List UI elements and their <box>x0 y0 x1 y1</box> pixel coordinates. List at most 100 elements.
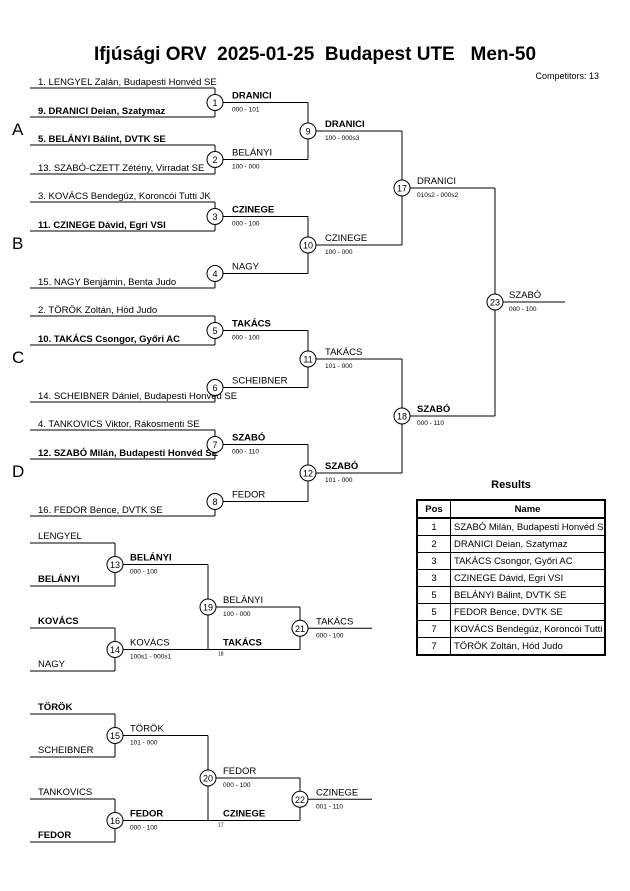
match-circle-number: 14 <box>110 645 120 655</box>
match-circle-number: 2 <box>212 155 217 165</box>
match-winner: CZINEGE <box>316 787 358 798</box>
competitor-entry: 13. SZABÓ-CZETT Zétény, Virradat SE <box>38 163 204 174</box>
results-pos: 5 <box>416 603 451 621</box>
match-winner: DRANICI <box>232 91 272 102</box>
match-score: 000 - 100 <box>509 306 537 313</box>
results-header-pos: Pos <box>416 499 451 519</box>
repechage-entry: BELÁNYI <box>38 574 80 585</box>
match-circle-number: 3 <box>212 212 217 222</box>
repechage-entry: KOVÁCS <box>38 616 79 627</box>
match-winner: DRANICI <box>325 119 365 130</box>
match-winner: FEDOR <box>232 490 265 501</box>
match-score: 101 - 000 <box>130 740 158 747</box>
match-winner: FEDOR <box>130 809 163 820</box>
match-circle <box>393 179 411 197</box>
match-circle <box>291 790 309 808</box>
match-circle-number: 11 <box>303 355 312 365</box>
match-circle-number: 16 <box>110 816 120 826</box>
match-circle-number: 10 <box>303 241 313 251</box>
repechage-entry: TANKOVICS <box>38 787 92 798</box>
match-circle-number: 19 <box>203 603 213 613</box>
repechage-entry: NAGY <box>38 659 66 670</box>
competitor-entry: 1. LENGYEL Zalán, Budapesti Honvéd SE <box>38 77 217 88</box>
match-winner: NAGY <box>232 262 260 273</box>
match-score: 100s1 - 000s1 <box>130 654 172 661</box>
match-winner: SZABÓ <box>417 403 450 415</box>
page-title: Ifjúsági ORV 2025-01-25 Budapest UTE Men… <box>93 44 537 65</box>
match-circle-number: 9 <box>305 127 310 137</box>
match-circle <box>206 151 224 168</box>
match-circle <box>106 812 124 829</box>
results-name: CZINEGE Dávid, Egri VSI <box>450 569 606 587</box>
match-score: 000 - 101 <box>232 107 260 114</box>
results-name: DRANICI Deian, Szatymaz <box>450 535 606 553</box>
match-circle-number: 6 <box>212 383 217 393</box>
match-circle <box>106 556 124 573</box>
match-circle <box>199 598 217 616</box>
repechage-opponent: CZINEGE <box>223 809 265 820</box>
match-circle-number: 18 <box>397 412 407 422</box>
pool-label-b: B <box>12 234 24 253</box>
match-winner: SZABÓ <box>232 432 265 444</box>
match-score: 000 - 110 <box>232 449 259 456</box>
match-score: 000 - 100 <box>223 782 251 789</box>
match-winner: TAKÁCS <box>232 319 271 330</box>
results-title: Results <box>491 479 531 491</box>
match-winner: BELÁNYI <box>130 553 172 564</box>
competitor-entry: 9. DRANICI Deian, Szatymaz <box>38 106 165 117</box>
results-name: KOVÁCS Bendegúz, Koroncói Tutti JI <box>450 620 606 638</box>
match-circle <box>206 208 224 225</box>
results-pos: 2 <box>416 535 451 553</box>
competitor-entry: 14. SCHEIBNER Dániel, Budapesti Honvéd S… <box>38 391 237 402</box>
pool-label-a: A <box>12 120 24 139</box>
match-winner: DRANICI <box>417 176 456 187</box>
match-circle <box>299 464 317 482</box>
results-name: TAKÁCS Csongor, Győri AC <box>450 552 606 570</box>
match-score: 000 - 100 <box>316 632 344 639</box>
match-circle-number: 17 <box>397 184 407 194</box>
repechage-entry: TÖRÖK <box>38 702 72 713</box>
match-score: 000 - 100 <box>232 221 260 228</box>
match-score: 000 - 100 <box>130 569 158 576</box>
match-circle <box>299 122 317 140</box>
match-circle-number: 8 <box>212 497 217 507</box>
match-circle <box>291 619 309 637</box>
repechage-entry: SCHEIBNER <box>38 745 94 756</box>
match-winner: TÖRÖK <box>130 724 164 735</box>
match-circle <box>206 322 224 339</box>
pool-label-c: C <box>12 348 25 367</box>
repechage-entry: FEDOR <box>38 830 71 841</box>
pool-label-d: D <box>12 462 25 481</box>
results-pos: 3 <box>416 569 451 587</box>
match-winner: CZINEGE <box>232 205 274 216</box>
match-circle-number: 12 <box>303 469 313 479</box>
match-winner: BELÁNYI <box>223 595 263 606</box>
results-header-row: Pos Name <box>416 499 606 519</box>
match-winner: SCHEIBNER <box>232 376 288 387</box>
repechage-entry: LENGYEL <box>38 531 82 542</box>
match-score: 100 - 000s3 <box>325 135 360 142</box>
match-winner: SZABÓ <box>509 290 541 301</box>
match-winner: TAKÁCS <box>316 616 353 627</box>
match-score: 101 - 000 <box>325 363 353 370</box>
match-winner: BELÁNYI <box>232 148 272 159</box>
match-circle-number: 13 <box>110 560 120 570</box>
results-pos: 7 <box>416 620 451 638</box>
competitor-entry: 4. TANKOVICS Viktor, Rákosmenti SE <box>38 419 200 430</box>
match-winner: CZINEGE <box>325 233 367 244</box>
match-circle <box>299 236 317 254</box>
match-score: 101 - 000 <box>325 477 353 484</box>
match-winner: SZABÓ <box>325 460 358 472</box>
repechage-opponent: TAKÁCS <box>223 638 262 649</box>
match-circle <box>106 727 124 744</box>
results-pos: 3 <box>416 552 451 570</box>
